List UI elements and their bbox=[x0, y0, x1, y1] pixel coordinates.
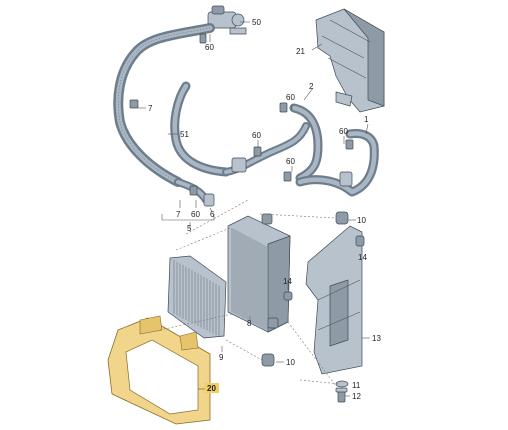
label-60-branch: 60 bbox=[252, 131, 261, 140]
grille-9 bbox=[167, 255, 227, 339]
label-10-upper: 10 bbox=[357, 216, 366, 225]
label-13: 13 bbox=[372, 334, 381, 343]
label-11: 11 bbox=[352, 381, 361, 390]
label-60-hose2: 60 bbox=[286, 93, 295, 102]
valve-50 bbox=[207, 5, 247, 35]
label-7-lower: 7 bbox=[176, 210, 181, 219]
label-10-lower: 10 bbox=[286, 358, 295, 367]
rubber-mounts bbox=[261, 211, 365, 367]
callout-labels: 50 60 21 7 51 2 60 60 1 60 60 7 60 6 5 1… bbox=[148, 18, 381, 401]
alignment-lines bbox=[159, 199, 341, 387]
hose-1 bbox=[295, 129, 379, 197]
label-60-hose1: 60 bbox=[339, 127, 348, 136]
hose-51 bbox=[113, 23, 215, 187]
hose-2 bbox=[289, 103, 323, 183]
washer-and-bolt bbox=[335, 380, 349, 403]
label-6: 6 bbox=[210, 210, 215, 219]
label-20-highlight bbox=[205, 383, 219, 393]
label-60-valve: 60 bbox=[205, 43, 214, 52]
label-7-upper: 7 bbox=[148, 104, 153, 113]
label-8: 8 bbox=[247, 319, 252, 328]
leader-lines bbox=[138, 21, 370, 397]
air-duct-21 bbox=[315, 8, 385, 113]
label-14-left: 14 bbox=[283, 277, 292, 286]
air-guide-20 bbox=[107, 315, 211, 425]
hose-clamps bbox=[129, 33, 354, 196]
label-1: 1 bbox=[364, 115, 369, 124]
auxiliary-radiator-8 bbox=[227, 213, 291, 333]
label-51: 51 bbox=[180, 130, 189, 139]
label-14-right: 14 bbox=[358, 253, 367, 262]
label-12: 12 bbox=[352, 392, 361, 401]
label-2: 2 bbox=[309, 82, 314, 91]
label-5: 5 bbox=[187, 224, 192, 233]
bracket-13 bbox=[305, 225, 363, 375]
hose-upper-secondary bbox=[170, 81, 231, 177]
label-21: 21 bbox=[296, 47, 305, 56]
label-9: 9 bbox=[219, 353, 224, 362]
label-60-lower: 60 bbox=[286, 157, 295, 166]
label-60-left: 60 bbox=[191, 210, 200, 219]
label-20: 20 bbox=[207, 384, 216, 393]
label-50: 50 bbox=[252, 18, 261, 27]
connector-fittings bbox=[203, 157, 353, 207]
